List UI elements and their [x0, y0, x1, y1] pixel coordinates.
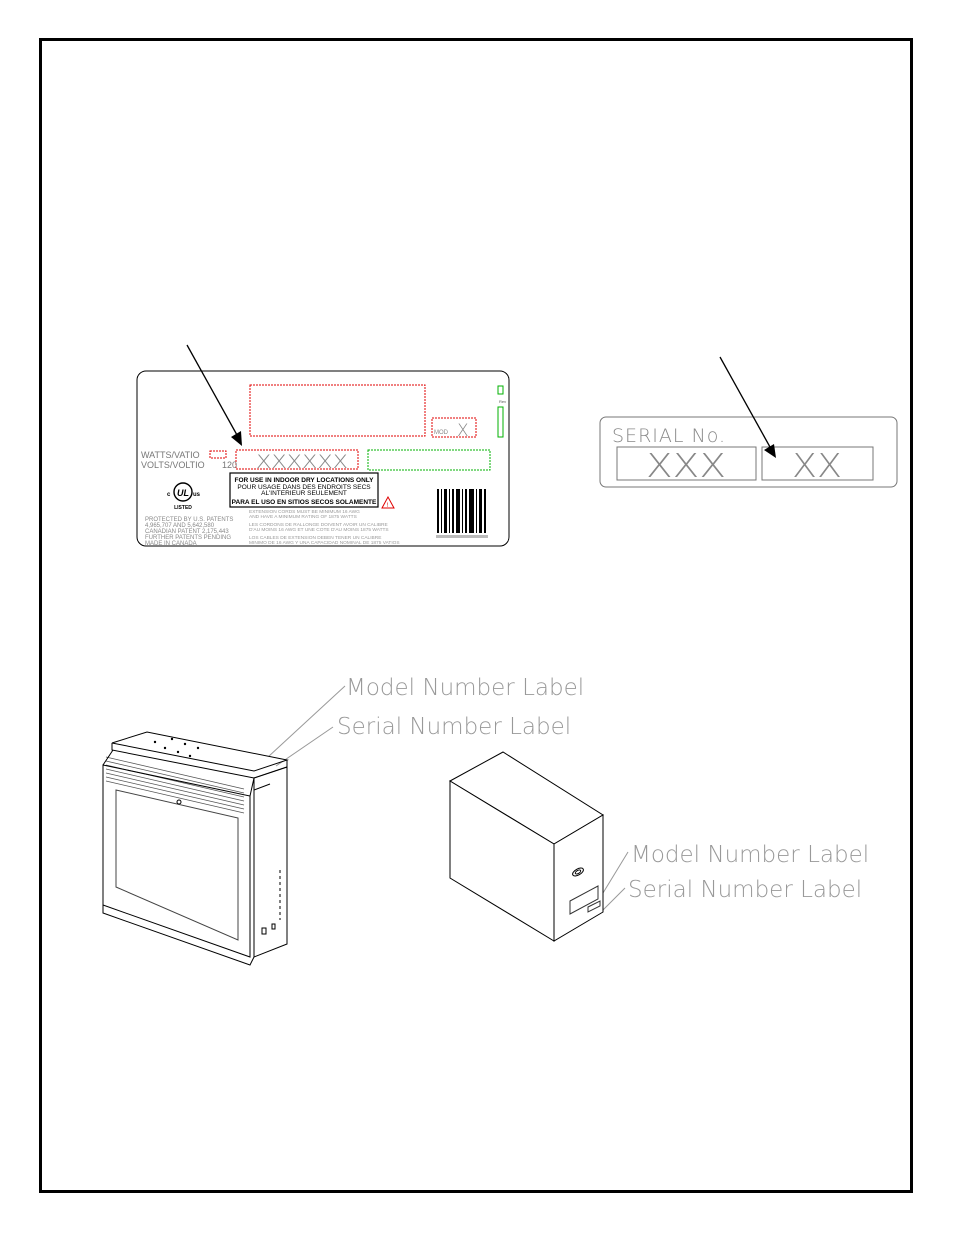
patent-line-2: 4,965,707 AND 5,642,580	[145, 523, 215, 529]
serial-label-arrow	[719, 356, 776, 458]
left-serial-callout: Serial Number Label	[337, 714, 571, 740]
serial-part2-box	[761, 446, 874, 481]
patent-line-4: FURTHER PATENTS PENDING	[145, 535, 231, 541]
warning-triangle-icon	[381, 495, 395, 509]
ul-c-mark: c	[167, 492, 171, 498]
indoor-line-1: FOR USE IN INDOOR DRY LOCATIONS ONLY	[234, 477, 374, 484]
serial-part2-value: XX	[792, 446, 842, 485]
mod-box	[431, 417, 477, 438]
ul-listed-logo: UL c us LISTED	[167, 482, 201, 511]
indoor-line-3: AL'INTERIEUR SEULEMENT	[261, 490, 347, 497]
cabinet-box-drawing	[448, 751, 604, 942]
ul-us-mark: us	[193, 492, 201, 498]
serial-title: SERIAL No.	[612, 425, 726, 447]
ext-line-3: LES CORDONS DE RALLONGE DOIVENT AVOIR UN…	[249, 522, 388, 528]
left-model-callout: Model Number Label	[346, 675, 584, 701]
right-model-callout: Model Number Label	[631, 842, 869, 868]
indoor-use-box	[229, 472, 379, 508]
patent-line-3: CANADIAN PATENT 2,175,443	[145, 529, 229, 535]
serial-part1-value: XXX	[646, 446, 726, 485]
serial-label-outline	[599, 416, 898, 488]
mod-label: MOD	[434, 430, 449, 436]
watts-label: WATTS/VATIO	[141, 450, 200, 460]
ext-line-4: D'AU MOINS 16 AWG ET UNE COTE D'AU MOINS…	[249, 527, 389, 533]
ext-line-5: LOS CABLES DE EXTENSION DEBEN TENER UN C…	[249, 535, 381, 541]
green-small-box	[497, 385, 504, 395]
green-info-box	[367, 449, 491, 471]
ext-line-1: EXTENSION CORDS MUST BE MINIMUM 16 AWG	[249, 509, 360, 515]
model-number-value: XXXXXX	[256, 451, 348, 473]
indoor-line-4: PARA EL USO EN SITIOS SECOS SOLAMENTE	[232, 499, 377, 506]
model-number-box	[235, 449, 359, 470]
model-label-arrow	[186, 344, 242, 446]
patent-text-block: PROTECTED BY U.S. PATENTS 4,965,707 AND …	[145, 517, 233, 547]
serial-part1-box	[616, 446, 757, 481]
right-serial-callout: Serial Number Label	[628, 877, 862, 903]
green-tall-box	[497, 406, 504, 438]
model-rating-label: Rev WATTS/VATIO VOLTS/VOLTIO 120 XXXXXX …	[136, 370, 510, 547]
patent-line-5: MADE IN CANADA	[145, 541, 197, 547]
patent-line-1: PROTECTED BY U.S. PATENTS	[145, 517, 233, 523]
ul-logo-text: UL	[177, 488, 189, 498]
page-border	[39, 38, 913, 1193]
ext-line-2: AND HAVE A MINIMUM RATING OF 1875 WATTS	[249, 514, 357, 520]
logo-area-box	[249, 384, 426, 437]
warning-mark: !	[387, 503, 389, 509]
volts-value: 120	[222, 460, 237, 470]
ul-listed-text: LISTED	[174, 505, 192, 511]
serial-number-label: SERIAL No. XXX XX	[599, 416, 898, 488]
extension-cord-text-block: EXTENSION CORDS MUST BE MINIMUM 16 AWG A…	[249, 509, 400, 546]
side-rev-text: Rev	[499, 399, 506, 404]
volts-label: VOLTS/VOLTIO	[141, 460, 205, 470]
barcode	[436, 489, 488, 538]
ext-line-6: MINIMO DE 16 AWG Y UNA CAPACIDAD NOMINAL…	[249, 540, 400, 546]
indoor-line-2: POUR USAGE DANS DES ENDROITS SECS	[237, 484, 371, 491]
watts-value-box	[209, 450, 227, 459]
fireplace-insert-drawing	[102, 731, 289, 966]
mod-value: X	[457, 421, 469, 441]
